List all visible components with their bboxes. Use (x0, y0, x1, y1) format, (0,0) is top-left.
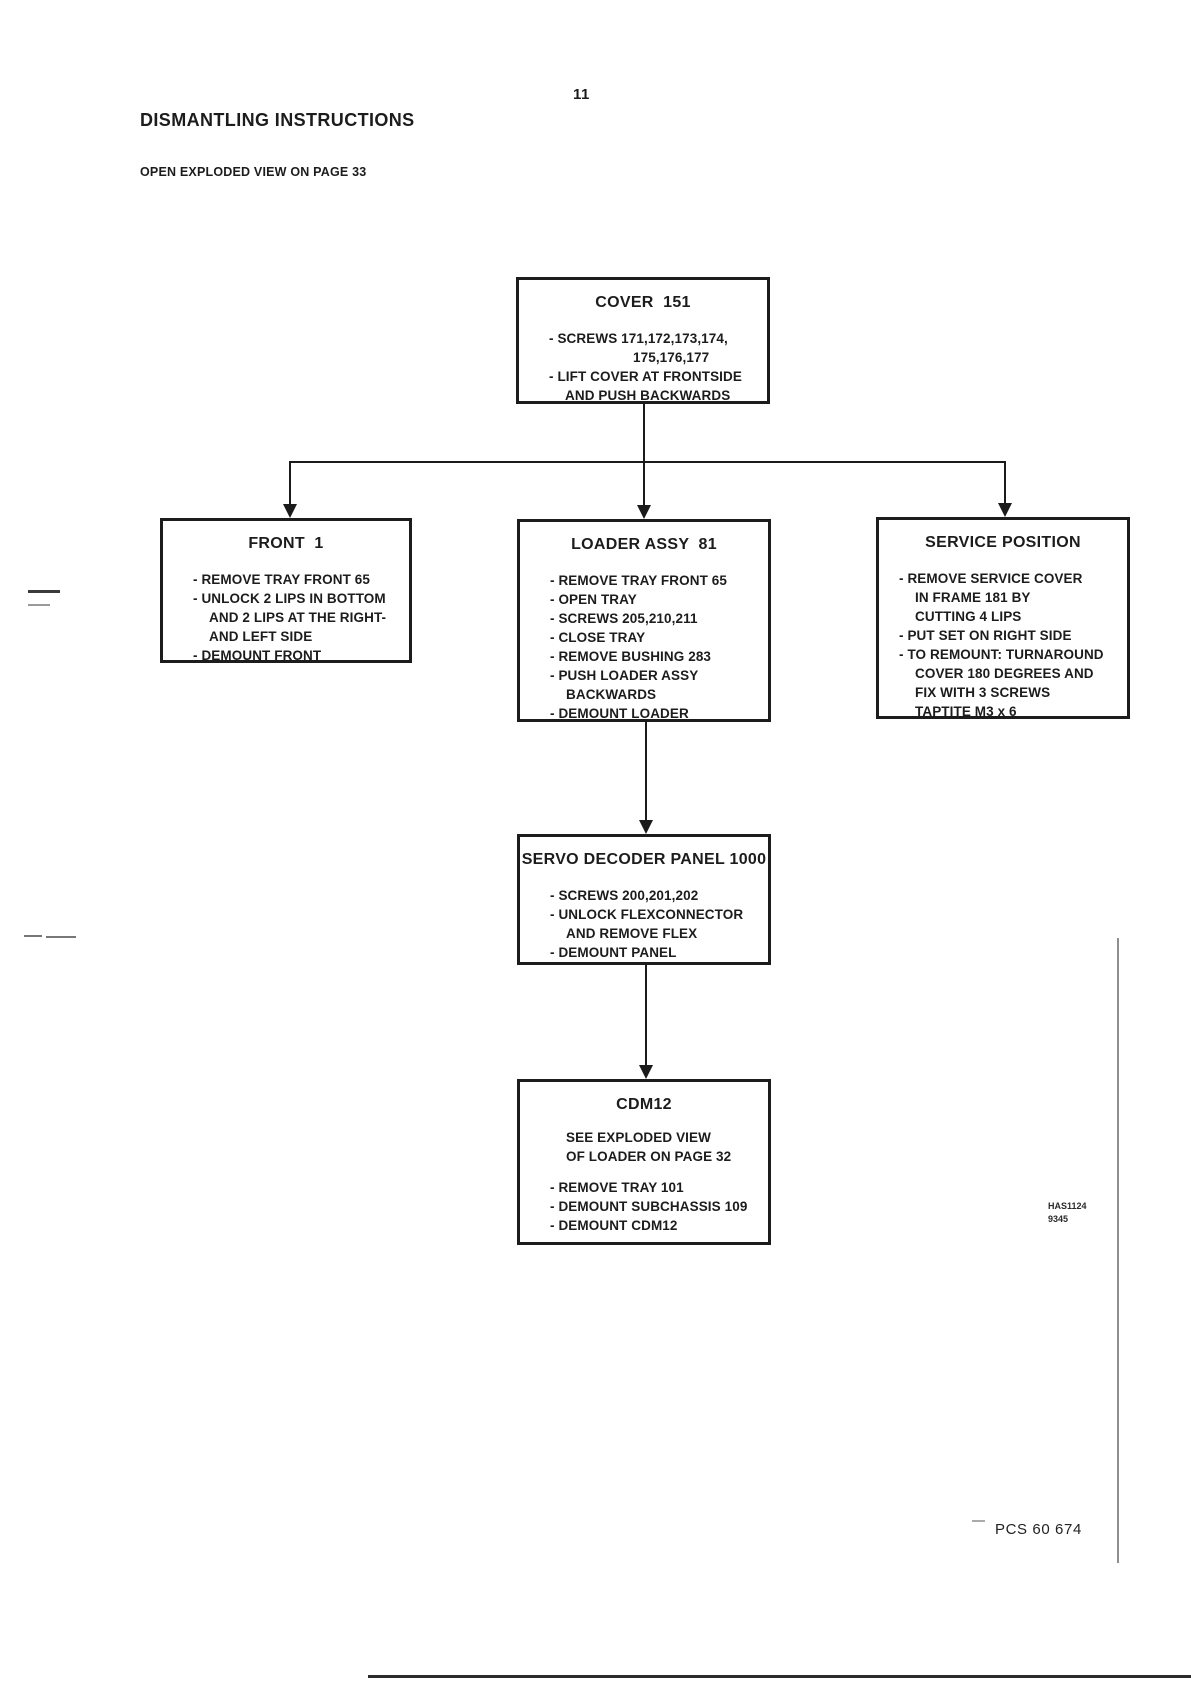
scan-mark-left-margin (28, 604, 50, 606)
instruction-line: 175,176,177 (633, 350, 710, 365)
instruction-line: - PUT SET ON RIGHT SIDE (899, 628, 1072, 643)
drawing-reference: HAS1124 9345 (1048, 1200, 1087, 1226)
page-title: DISMANTLING INSTRUCTIONS (140, 110, 415, 130)
drawing-reference-line2: 9345 (1048, 1214, 1069, 1224)
scan-mark-before-code (972, 1520, 985, 1522)
instruction-line: - SCREWS 200,201,202 (550, 888, 699, 903)
page-subtitle: OPEN EXPLODED VIEW ON PAGE 33 (140, 165, 367, 179)
instruction-line: - REMOVE BUSHING 283 (550, 649, 712, 664)
instruction-line: - REMOVE TRAY FRONT 65 (193, 572, 370, 587)
flowchart-box-front: FRONT 1 - REMOVE TRAY FRONT 65 - UNLOCK … (160, 518, 412, 663)
scan-mark-left-margin (24, 935, 42, 937)
instruction-line: CUTTING 4 LIPS (915, 609, 1022, 624)
instruction-line: IN FRAME 181 BY (915, 590, 1031, 605)
box-title-front: FRONT 1 (248, 535, 324, 552)
instruction-line: - OPEN TRAY (550, 592, 637, 607)
instruction-line: - REMOVE SERVICE COVER (899, 571, 1083, 586)
note-line: OF LOADER ON PAGE 32 (566, 1149, 732, 1164)
box-title-cover: COVER 151 (595, 294, 691, 311)
instruction-line: - PUSH LOADER ASSY (550, 668, 699, 683)
flowchart-box-service-position: SERVICE POSITION - REMOVE SERVICE COVER … (876, 517, 1130, 719)
box-title-cdm12: CDM12 (616, 1096, 672, 1113)
box-title-service-position: SERVICE POSITION (925, 534, 1081, 551)
note-line: SEE EXPLODED VIEW (566, 1130, 711, 1145)
footer-document-code: PCS 60 674 (995, 1521, 1082, 1538)
instruction-line: - DEMOUNT PANEL (550, 945, 677, 960)
page-number: 11 (573, 86, 590, 103)
instruction-line: AND 2 LIPS AT THE RIGHT- (209, 610, 387, 625)
instruction-line: - DEMOUNT SUBCHASSIS 109 (550, 1199, 748, 1214)
instruction-line: TAPTITE M3 x 6 (915, 704, 1017, 719)
scan-edge-line-right (1117, 938, 1119, 1563)
instruction-line: - CLOSE TRAY (550, 630, 646, 645)
instruction-line: AND LEFT SIDE (209, 629, 313, 644)
flowchart-box-cover: COVER 151 - SCREWS 171,172,173,174, 175,… (516, 277, 770, 404)
scan-mark-left-margin (46, 936, 76, 938)
box-title-loader-assy: LOADER ASSY 81 (571, 536, 717, 553)
instruction-line: COVER 180 DEGREES AND (915, 666, 1094, 681)
flowchart-box-servo-decoder-panel: SERVO DECODER PANEL 1000 - SCREWS 200,20… (517, 834, 771, 965)
instruction-line: - REMOVE TRAY FRONT 65 (550, 573, 727, 588)
instruction-line: - DEMOUNT LOADER (550, 706, 689, 721)
instruction-line: BACKWARDS (566, 687, 657, 702)
scan-mark-left-margin (28, 590, 60, 593)
instruction-line: FIX WITH 3 SCREWS (915, 685, 1051, 700)
instruction-line: - REMOVE TRAY 101 (550, 1180, 684, 1195)
instruction-line: AND REMOVE FLEX (566, 926, 698, 941)
instruction-line: - TO REMOUNT: TURNAROUND (899, 647, 1104, 662)
instruction-line: - SCREWS 171,172,173,174, (549, 331, 728, 346)
instruction-line: - UNLOCK 2 LIPS IN BOTTOM (193, 591, 386, 606)
instruction-line: - UNLOCK FLEXCONNECTOR (550, 907, 744, 922)
instruction-line: - LIFT COVER AT FRONTSIDE (549, 369, 742, 384)
box-title-servo-decoder-panel: SERVO DECODER PANEL 1000 (521, 851, 767, 868)
instruction-line: AND PUSH BACKWARDS (565, 388, 731, 403)
drawing-reference-line1: HAS1124 (1048, 1201, 1087, 1211)
flowchart-box-loader-assy: LOADER ASSY 81 - REMOVE TRAY FRONT 65 - … (517, 519, 771, 722)
flowchart-box-cdm12: CDM12 SEE EXPLODED VIEW OF LOADER ON PAG… (517, 1079, 771, 1245)
scan-edge-line-bottom (368, 1675, 1191, 1678)
instruction-line: - DEMOUNT CDM12 (550, 1218, 678, 1233)
instruction-line: - DEMOUNT FRONT (193, 648, 322, 663)
instruction-line: - SCREWS 205,210,211 (550, 611, 698, 626)
